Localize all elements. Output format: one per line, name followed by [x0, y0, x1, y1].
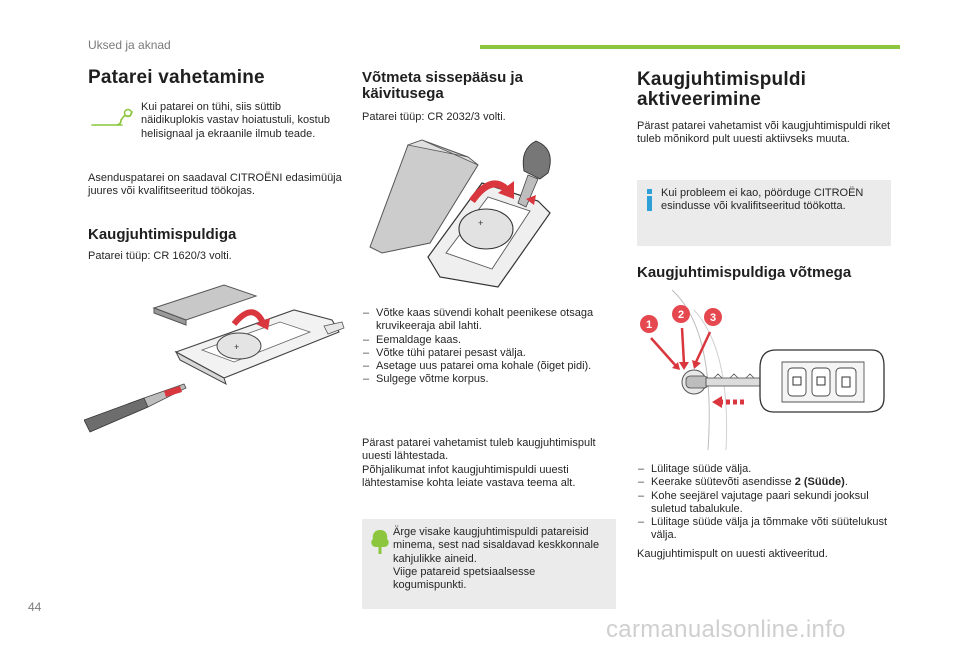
activation-intro: Pärast patarei vahetamist või kaugjuhtim…: [637, 120, 891, 146]
keyless-step: Sulgege võtme korpus.: [362, 373, 618, 387]
activation-steps-list: Lülitage süüde välja. Keerake süütevõti …: [637, 463, 893, 543]
keyless-remote-battery-illustration: +: [369, 139, 551, 288]
activation-title-line1: Kaugjuhtimispuldi: [637, 69, 807, 90]
remote-subtitle: Kaugjuhtimispuldiga: [88, 226, 237, 243]
ignition-position-label: 2 (Süüde): [794, 476, 845, 489]
keyless-step: Võtke tühi patarei pesast välja.: [362, 347, 618, 361]
svg-text:+: +: [478, 218, 483, 228]
activation-final-text: Kaugjuhtimispult on uuesti aktiveeritud.: [637, 548, 828, 560]
activation-step: Lülitage süüde välja.: [637, 463, 893, 477]
section-header: Uksed ja aknad: [88, 38, 171, 52]
activation-step-text: Keerake süütevõti asendisse: [651, 476, 795, 489]
svg-text:+: +: [234, 342, 239, 352]
spare-battery-text: Asenduspatarei on saadaval CITROËNI edas…: [88, 172, 342, 198]
keyless-battery-type: Patarei tüüp: CR 2032/3 volti.: [362, 111, 506, 123]
activation-title-line2: aktiveerimine: [637, 89, 762, 110]
tree-icon: [371, 530, 389, 554]
reset-note: Pärast patarei vahetamist tuleb kaugjuht…: [362, 437, 596, 489]
activation-step: Keerake süütevõti asendisse 2 (Süüde).: [637, 476, 893, 490]
activation-step-text: Lülitage süüde välja ja tõmmake võti süü…: [651, 516, 888, 542]
keyless-title-line2: käivitusega: [362, 85, 444, 102]
keyless-title-line1: Võtmeta sissepääsu ja: [362, 69, 523, 86]
info-note-box: Kui probleem ei kao, pöörduge CITROËN es…: [637, 180, 891, 246]
info-icon: [647, 189, 652, 211]
environment-note-text: Ärge visake kaugjuhtimispuldi patareisid…: [393, 526, 600, 592]
environment-note-box: Ärge visake kaugjuhtimispuldi patareisid…: [362, 519, 616, 609]
step-1-badge: 1: [646, 319, 652, 331]
keyless-step: Eemaldage kaas.: [362, 334, 618, 348]
step-3-badge: 3: [710, 312, 716, 324]
page-number: 44: [28, 600, 42, 614]
step-2-badge: 2: [678, 309, 684, 321]
key-ignition-illustration: 1 2 3: [640, 290, 885, 450]
keyless-step: Asetage uus patarei oma kohale (õiget pi…: [362, 360, 618, 374]
activation-step-text: Lülitage süüde välja.: [651, 463, 752, 475]
keyless-step: Võtke kaas süvendi kohalt peenikese otsa…: [362, 307, 618, 334]
key-activation-subtitle: Kaugjuhtimispuldiga võtmega: [637, 264, 852, 281]
section-accent-bar: [480, 45, 900, 49]
remote-key-battery-illustration: +: [84, 284, 345, 433]
wrench-icon: [91, 108, 133, 126]
keyless-steps-list: Võtke kaas süvendi kohalt peenikese otsa…: [362, 307, 618, 387]
battery-warning-text: Kui patarei on tühi, siis süttib näidiku…: [141, 101, 330, 140]
activation-step-text: Kohe seejärel vajutage paari sekundi joo…: [651, 489, 869, 515]
column1-title: Patarei vahetamine: [88, 67, 265, 88]
info-note-text: Kui probleem ei kao, pöörduge CITROËN es…: [661, 187, 864, 213]
remote-battery-type: Patarei tüüp: CR 1620/3 volti.: [88, 250, 232, 262]
watermark: carmanualsonline.info: [606, 616, 846, 643]
activation-step: Lülitage süüde välja ja tõmmake võti süü…: [637, 516, 893, 543]
activation-step-tail: .: [844, 476, 848, 489]
activation-step: Kohe seejärel vajutage paari sekundi joo…: [637, 490, 893, 517]
